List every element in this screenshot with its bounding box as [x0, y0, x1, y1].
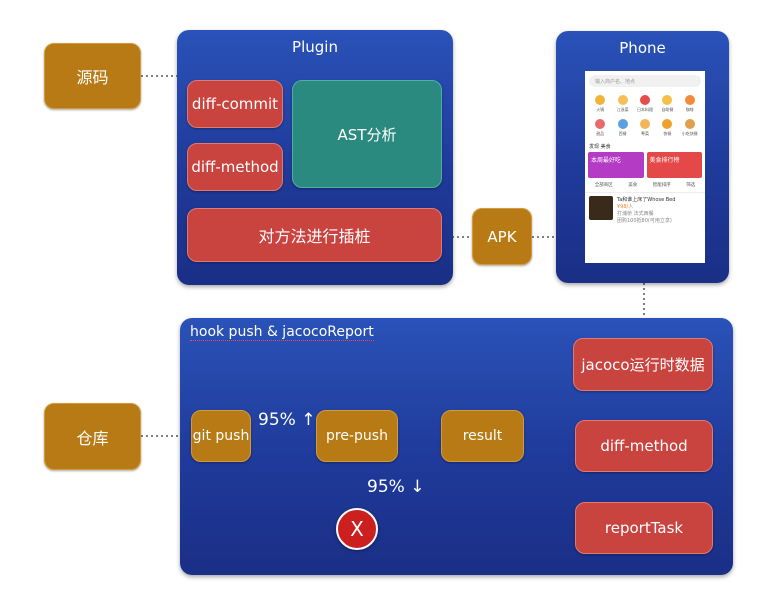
- phone-category: 咖啡: [679, 95, 701, 113]
- source-code-label: 源码: [76, 68, 109, 87]
- hook-diff-method-label: diff-method: [600, 437, 688, 455]
- apk-label: APK: [487, 227, 517, 246]
- jacoco-runtime-box: jacoco运行时数据: [573, 338, 713, 391]
- report-task-box: reportTask: [575, 502, 713, 554]
- phone-category: 粤菜: [634, 119, 656, 137]
- phone-search-placeholder: 输入商户名、地点: [595, 78, 636, 85]
- threshold-fail-label: 95% ↓: [367, 477, 425, 497]
- phone-category-grid: 火锅 江浙菜 日本料理 自助餐 咖啡 甜品 西餐 粤菜 快餐 小吃快餐: [585, 91, 705, 141]
- diff-method-label: diff-method: [191, 158, 279, 176]
- phone-search-bar: 输入商户名、地点: [589, 75, 701, 87]
- instrument-box: 对方法进行插桩: [187, 208, 442, 262]
- phone-banner-2: 美食排行榜: [646, 152, 702, 178]
- diff-commit-box: diff-commit: [187, 80, 283, 128]
- phone-category: 西餐: [611, 119, 633, 137]
- phone-category: 自助餐: [656, 95, 678, 113]
- phone-title: Phone: [619, 39, 666, 57]
- ast-analysis-label: AST分析: [337, 125, 397, 144]
- apk-box: APK: [472, 208, 532, 265]
- phone-screen: 输入商户名、地点 火锅 江浙菜 日本料理 自助餐 咖啡 甜品 西餐 粤菜 快餐 …: [585, 71, 705, 263]
- phone-category: 江浙菜: [611, 95, 633, 113]
- pre-push-box: pre-push: [316, 410, 398, 462]
- result-box: result: [441, 410, 524, 462]
- plugin-title: Plugin: [292, 38, 338, 56]
- phone-item-price: ¥98/人: [617, 204, 634, 210]
- report-task-label: reportTask: [604, 519, 684, 537]
- instrument-label: 对方法进行插桩: [258, 227, 371, 246]
- repository-box: 仓库: [44, 403, 141, 470]
- result-label: result: [462, 428, 503, 444]
- fail-icon: X: [336, 508, 378, 550]
- ast-analysis-box: AST分析: [292, 80, 442, 188]
- hook-title: hook push & jacocoReport: [190, 324, 374, 341]
- hook-diff-method-box: diff-method: [575, 420, 713, 472]
- plugin-panel: Plugin diff-commit diff-method AST分析 对方法…: [177, 30, 453, 285]
- phone-item-thumbnail: [589, 196, 613, 220]
- git-push-label: git push: [192, 428, 250, 444]
- phone-category: 火锅: [589, 95, 611, 113]
- diff-commit-label: diff-commit: [191, 95, 279, 113]
- phone-category: 甜品: [589, 119, 611, 137]
- phone-banners: 本周最好吃 美食排行榜: [585, 152, 705, 178]
- pre-push-label: pre-push: [326, 428, 388, 444]
- phone-category: 日本料理: [634, 95, 656, 113]
- phone-item-meta: 打浦桥 法式西餐: [617, 211, 654, 217]
- fail-mark: X: [350, 517, 364, 541]
- phone-panel: Phone 输入商户名、地点 火锅 江浙菜 日本料理 自助餐 咖啡 甜品 西餐 …: [556, 31, 729, 283]
- phone-banner-1: 本周最好吃: [588, 152, 644, 178]
- phone-list-item: Ta和谁上床了Whose Bed ¥98/人 打浦桥 法式西餐 团购100抵80…: [585, 193, 705, 227]
- phone-category: 快餐: [656, 119, 678, 137]
- phone-item-title: Ta和谁上床了Whose Bed: [617, 197, 676, 203]
- threshold-pass-label: 95% ↑: [258, 410, 316, 430]
- diff-method-box: diff-method: [187, 143, 283, 191]
- source-code-box: 源码: [44, 43, 141, 109]
- phone-item-deal: 团购100抵80(可用立享): [617, 218, 672, 224]
- phone-filter-tabs: 全部商区 美食 智能排序 筛选: [585, 178, 705, 193]
- repository-label: 仓库: [76, 428, 109, 448]
- git-push-box: git push: [191, 410, 251, 462]
- phone-category: 小吃快餐: [679, 119, 701, 137]
- phone-section-title: 发现 美食: [589, 144, 611, 150]
- jacoco-runtime-label: jacoco运行时数据: [581, 356, 705, 374]
